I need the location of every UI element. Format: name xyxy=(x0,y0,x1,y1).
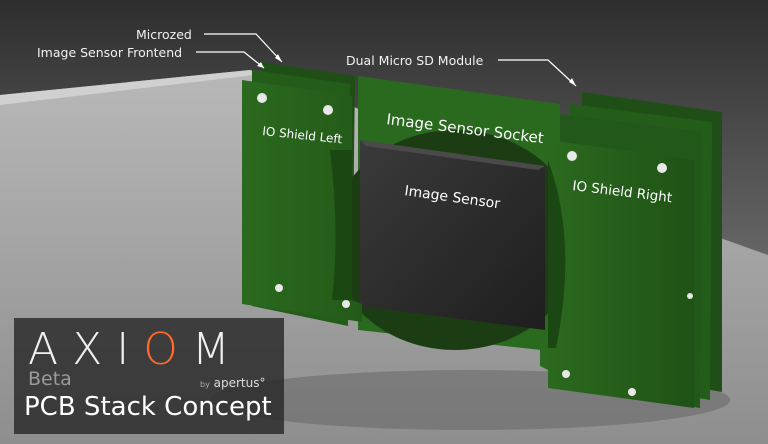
branding-panel: AXIOM Beta by apertus° PCB Stack Concept xyxy=(14,318,284,434)
arrow-head xyxy=(257,62,264,68)
board-io-shield-left xyxy=(242,80,362,322)
mounting-hole xyxy=(628,388,636,396)
leader-line-microzed xyxy=(204,33,283,63)
image-sensor-edge xyxy=(360,140,545,170)
mounting-hole xyxy=(257,93,267,103)
mounting-hole xyxy=(657,163,667,173)
leader-line-dual-sd xyxy=(498,59,577,87)
edition-label: Beta xyxy=(28,368,72,390)
left-shield-cutout xyxy=(330,150,352,300)
mounting-hole xyxy=(342,300,350,308)
arrow-head xyxy=(275,54,282,62)
image-sensor xyxy=(360,140,545,330)
floor-edge xyxy=(0,70,262,105)
board-io-shield-right xyxy=(540,140,694,408)
mounting-hole xyxy=(275,284,283,292)
mounting-hole xyxy=(567,151,577,161)
callout-image-sensor-frontend: Image Sensor Frontend xyxy=(37,45,183,60)
mounting-hole xyxy=(562,370,570,378)
maker-byline: by apertus° xyxy=(200,376,266,390)
mounting-hole xyxy=(323,105,333,115)
right-shield-cutout xyxy=(548,160,566,348)
caption-title: PCB Stack Concept xyxy=(24,392,272,422)
callout-dual-micro-sd: Dual Micro SD Module xyxy=(346,53,484,68)
arrow-head xyxy=(569,78,576,86)
mounting-hole xyxy=(687,293,693,299)
leader-line-frontend xyxy=(196,51,265,69)
axiom-logo: AXIOM xyxy=(28,324,244,375)
callout-microzed: Microzed xyxy=(136,27,192,42)
